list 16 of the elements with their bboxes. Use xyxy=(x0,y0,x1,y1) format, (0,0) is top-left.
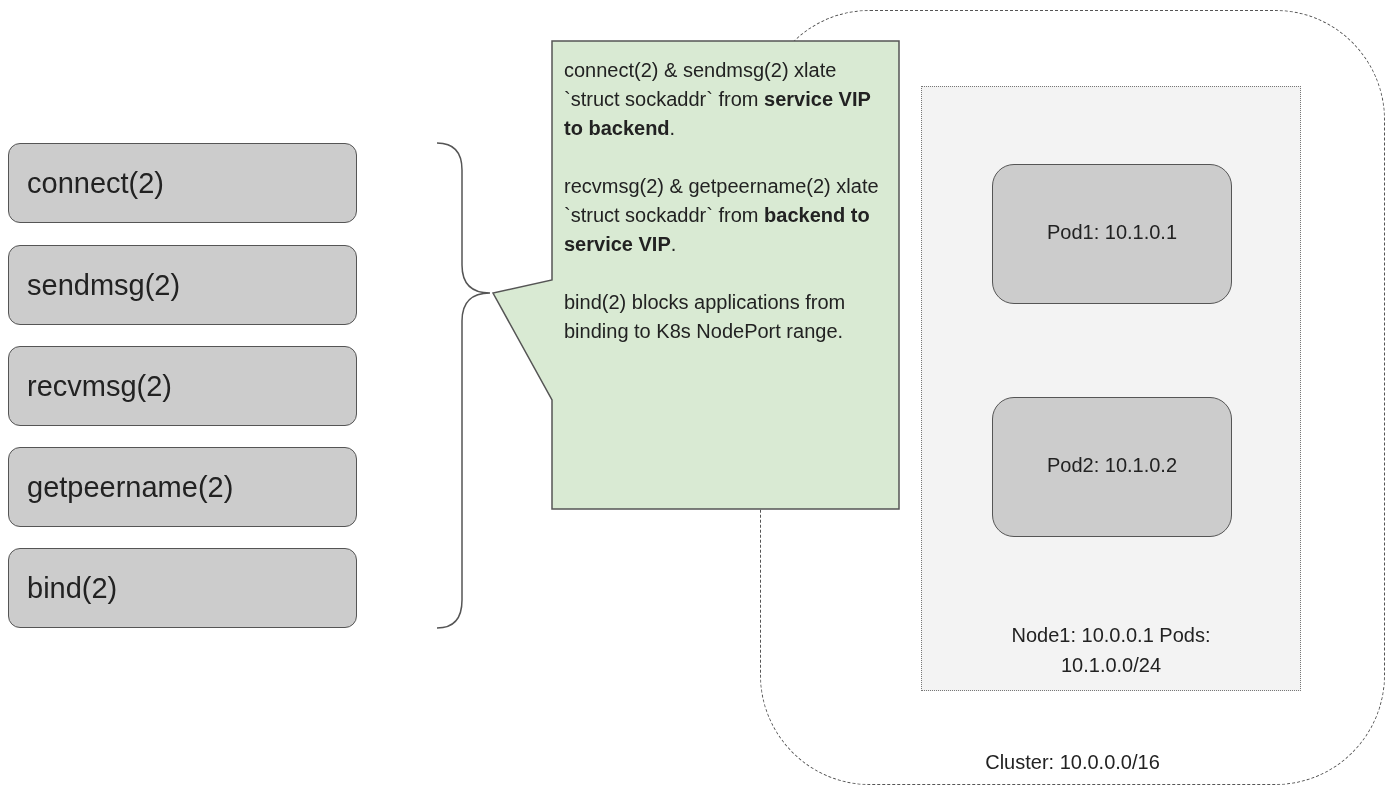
node-region xyxy=(921,86,1301,691)
note-paragraph: recvmsg(2) & getpeername(2) xlate `struct sockaddr` from backend to service VIP. xyxy=(564,174,880,257)
syscall-box: sendmsg(2) xyxy=(8,245,357,325)
syscall-box: bind(2) xyxy=(8,548,357,628)
syscall-box: recvmsg(2) xyxy=(8,346,357,426)
pod-label: Pod2: 10.1.0.2 xyxy=(1045,454,1179,477)
node-label: Node1: 10.0.0.1 Pods: 10.1.0.0/24 xyxy=(1010,623,1212,678)
cluster-label: Cluster: 10.0.0.0/16 xyxy=(984,751,1161,774)
note-paragraph: connect(2) & sendmsg(2) xlate `struct sockaddr` from service VIP to backend. xyxy=(564,58,872,141)
pod-box xyxy=(992,164,1232,304)
callout-note xyxy=(492,40,900,510)
syscall-box: connect(2) xyxy=(8,143,357,223)
pod-box xyxy=(992,397,1232,537)
pod-label: Pod1: 10.1.0.1 xyxy=(1045,221,1179,244)
syscall-box: getpeername(2) xyxy=(8,447,357,527)
note-paragraph: bind(2) blocks applications from binding to K8s NodePort range. xyxy=(564,290,847,344)
